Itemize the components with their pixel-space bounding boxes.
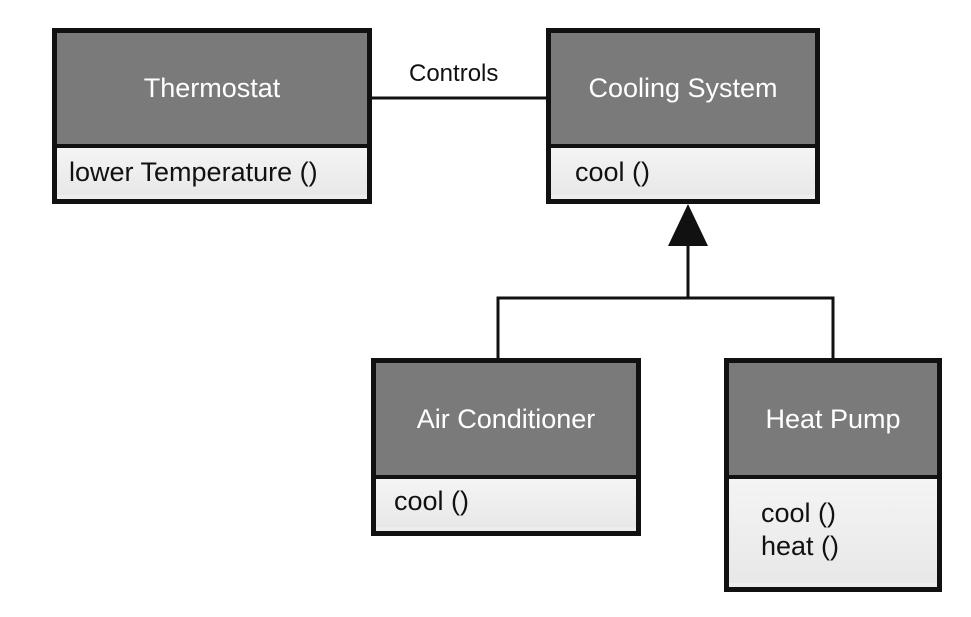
class-cooling-system: Cooling System cool () [546,28,820,204]
method: cool () [394,486,470,516]
class-name: Air Conditioner [376,363,636,479]
class-thermostat: Thermostat lower Temperature () [52,28,372,204]
class-name: Thermostat [57,33,367,148]
method: cool () [761,498,837,528]
method: lower Temperature () [69,157,318,187]
class-name: Heat Pump [729,363,937,479]
method: heat () [761,531,840,561]
class-methods: lower Temperature () [57,148,367,195]
class-air-conditioner: Air Conditioner cool () [371,358,641,536]
inheritance-arrowhead-icon [668,204,708,246]
class-methods: cool () [551,148,815,195]
association-label: Controls [409,60,499,87]
class-methods: cool () heat () [729,479,937,583]
generalization-line [496,296,835,358]
class-heat-pump: Heat Pump cool () heat () [724,358,942,592]
class-name: Cooling System [551,33,815,148]
method: cool () [575,157,651,187]
class-methods: cool () [376,479,636,527]
